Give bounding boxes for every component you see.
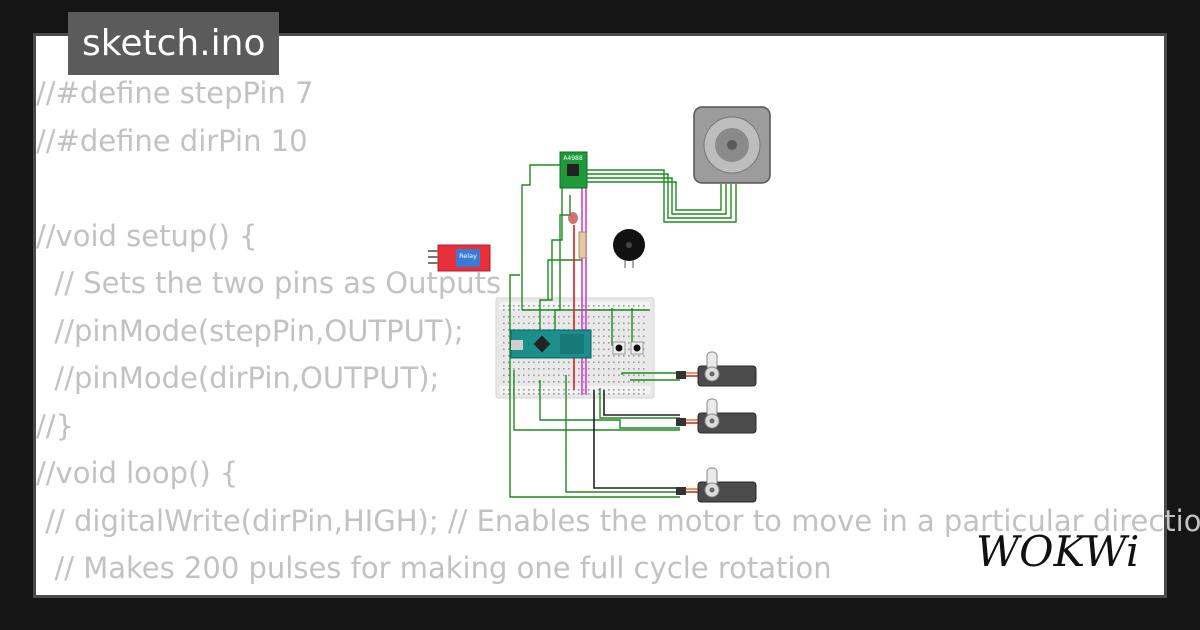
code-line: //pinMode(dirPin,OUTPUT); bbox=[36, 361, 440, 395]
code-line: //void setup() { bbox=[36, 218, 258, 253]
code-line: // Makes 200 pulses for making one full … bbox=[36, 551, 832, 585]
servo-motor bbox=[676, 467, 757, 503]
code-line: //#define stepPin 7 bbox=[36, 76, 314, 110]
code-line: //pinMode(stepPin,OUTPUT); bbox=[36, 313, 464, 348]
code-line: // digitalWrite(dirPin,HIGH); // Enables… bbox=[36, 503, 1200, 538]
servo-motor bbox=[676, 351, 757, 387]
wokwi-logo: WOKWi bbox=[976, 527, 1139, 576]
pushbuttons bbox=[612, 341, 644, 355]
relay-module: Relay bbox=[428, 244, 491, 272]
code-line: //} bbox=[36, 408, 74, 443]
stepper-driver: A4988 bbox=[559, 151, 588, 189]
stepper-motor bbox=[693, 106, 771, 184]
servo-group bbox=[676, 351, 757, 503]
driver-label: A4988 bbox=[563, 155, 583, 162]
arduino-nano bbox=[510, 329, 592, 359]
power-wires bbox=[573, 186, 680, 489]
code-line: //void loop() { bbox=[36, 456, 239, 490]
code-line: // Sets the two pins as Outputs bbox=[36, 266, 502, 300]
buzzer bbox=[613, 229, 645, 268]
relay-label: Relay bbox=[459, 252, 477, 260]
led bbox=[568, 212, 587, 259]
code-line: //#define dirPin 10 bbox=[36, 123, 308, 158]
wokwi-logo-text: WOKWi bbox=[976, 527, 1139, 576]
file-tab[interactable]: sketch.ino bbox=[68, 12, 280, 75]
resistor bbox=[578, 231, 587, 259]
servo-motor bbox=[676, 398, 757, 434]
code-preview: //#define stepPin 7 //#define dirPin 10 //… bbox=[36, 70, 1200, 593]
